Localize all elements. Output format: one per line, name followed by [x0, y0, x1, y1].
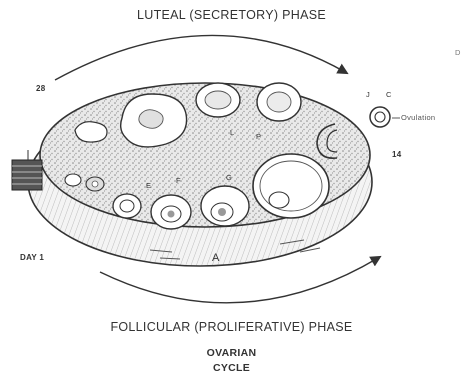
- primary-follicle: [113, 194, 141, 218]
- label-g: G: [226, 173, 232, 182]
- corpus-luteum-large: [121, 94, 187, 147]
- secondary-follicle: [151, 195, 191, 229]
- tertiary-follicle: [201, 186, 249, 226]
- day-1-label: DAY 1: [20, 253, 44, 262]
- label-corner: D: [455, 48, 461, 57]
- label-c: C: [386, 90, 392, 99]
- label-e: E: [146, 181, 151, 190]
- day-28-label: 28: [36, 84, 46, 93]
- corpus-luteum-mid: [196, 83, 240, 117]
- label-f: F: [176, 176, 181, 185]
- corpus-albicans: [75, 122, 107, 142]
- label-j: J: [366, 90, 370, 99]
- cycle-title-line1: OVARIAN: [0, 347, 463, 359]
- follicular-phase-title: FOLLICULAR (PROLIFERATIVE) PHASE: [0, 320, 463, 334]
- ovulation-label: Ovulation: [401, 113, 435, 122]
- label-l: L: [230, 128, 234, 137]
- cycle-title-line2: CYCLE: [0, 362, 463, 374]
- corpus-luteum-early: [257, 83, 301, 121]
- primordial-follicle-2: [86, 177, 104, 191]
- luteal-phase-title: LUTEAL (SECRETORY) PHASE: [0, 8, 463, 22]
- label-a: A: [212, 252, 220, 264]
- graafian-follicle: [253, 154, 329, 218]
- day-14-label: 14: [392, 150, 402, 159]
- released-oocyte: [370, 107, 390, 127]
- follicular-arrow: [100, 258, 378, 303]
- primordial-follicle-1: [65, 174, 81, 186]
- label-p: P: [256, 132, 261, 141]
- luteal-arrow: [55, 35, 345, 80]
